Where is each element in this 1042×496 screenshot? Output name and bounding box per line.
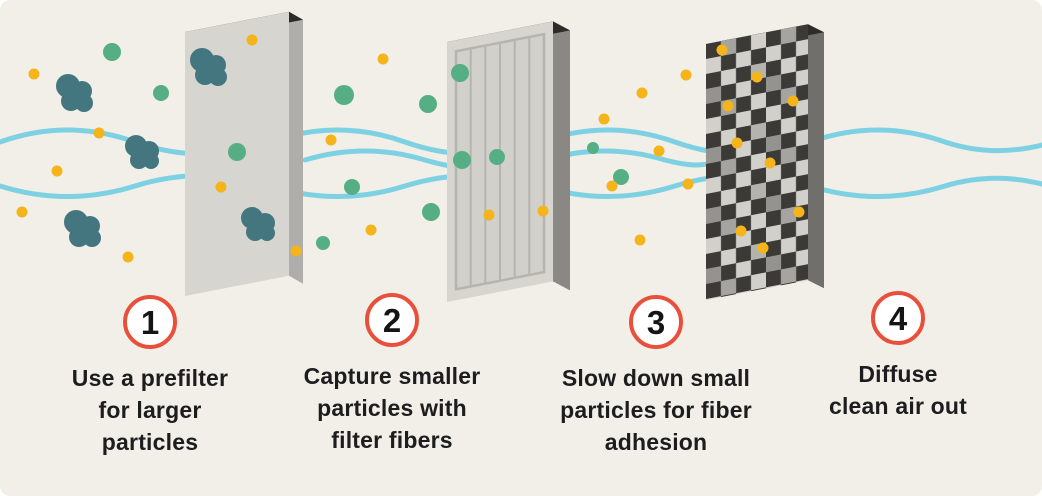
small-particle	[215, 181, 227, 193]
medium-particle	[334, 85, 354, 105]
hepa-filter-panel	[706, 24, 824, 300]
medium-particle	[103, 43, 121, 61]
small-particle	[716, 44, 728, 56]
medium-particle	[489, 149, 505, 165]
prefilter-side-face	[289, 11, 303, 284]
particle-cluster	[64, 210, 101, 247]
particle-cluster-captured	[190, 48, 227, 86]
small-particle	[634, 234, 646, 246]
particle-cluster-captured	[241, 207, 275, 241]
small-particle	[325, 134, 337, 146]
small-particle	[290, 245, 302, 257]
small-particle	[636, 87, 648, 99]
small-particle	[537, 205, 549, 217]
small-particle	[93, 127, 105, 139]
medium-particles	[103, 43, 629, 250]
hepa-filter-side-face	[808, 24, 824, 289]
small-particle	[793, 206, 805, 218]
medium-particle	[316, 236, 330, 250]
medium-particle	[419, 95, 437, 113]
hepa-filter-front-face	[706, 24, 808, 300]
medium-particle	[451, 64, 469, 82]
small-particle	[598, 113, 610, 125]
small-particle	[606, 180, 618, 192]
medium-particle	[228, 143, 246, 161]
small-particle	[377, 53, 389, 65]
medium-particle	[613, 169, 629, 185]
small-particle	[122, 251, 134, 263]
small-particle	[735, 225, 747, 237]
small-particle	[682, 178, 694, 190]
small-particle	[28, 68, 40, 80]
particle-cluster	[56, 74, 93, 112]
small-particles	[16, 34, 805, 263]
medium-particle	[344, 179, 360, 195]
medium-particle	[422, 203, 440, 221]
small-particle	[365, 224, 377, 236]
small-particle	[246, 34, 258, 46]
medium-particle	[587, 142, 599, 154]
medium-particle	[453, 151, 471, 169]
medium-particle	[153, 85, 169, 101]
small-particle	[722, 100, 734, 112]
small-particle	[16, 206, 28, 218]
small-particle	[787, 95, 799, 107]
small-particle	[751, 71, 763, 83]
small-particle	[757, 242, 769, 254]
small-particle	[764, 157, 776, 169]
particle-cluster	[125, 135, 159, 169]
small-particle	[680, 69, 692, 81]
large-particle-clusters	[56, 48, 275, 247]
small-particle	[51, 165, 63, 177]
small-particle	[731, 137, 743, 149]
pleated-filter-side-face	[553, 21, 570, 291]
small-particle	[653, 145, 665, 157]
small-particle	[483, 209, 495, 221]
